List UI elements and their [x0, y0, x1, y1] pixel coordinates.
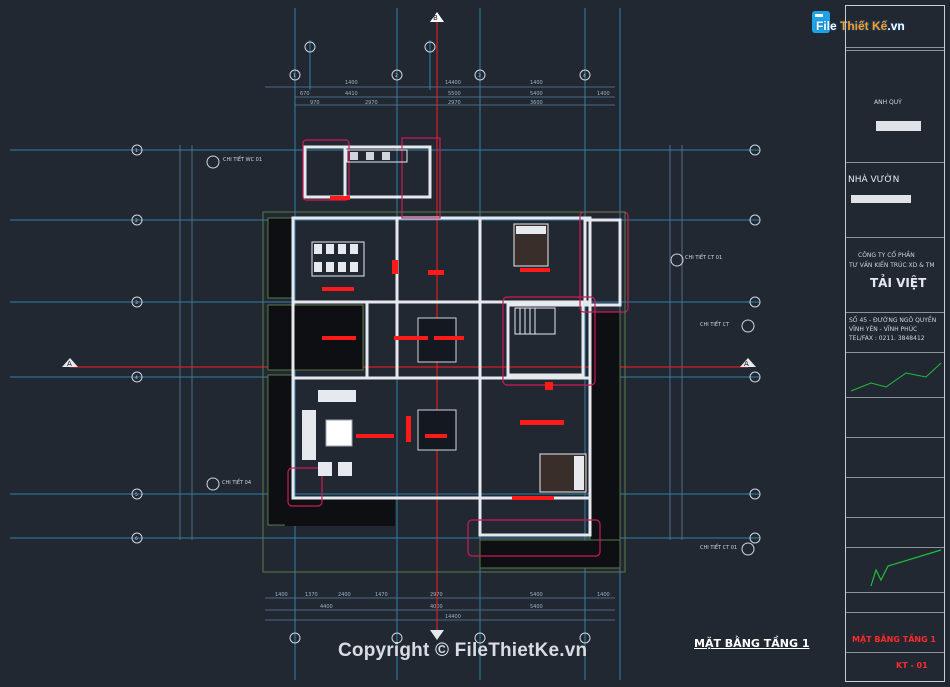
axis-numbers: 1 2 3 4 1 2 3 4 5 6: [135, 73, 586, 542]
company-line-1: CÔNG TY CỔ PHẦN: [858, 252, 915, 259]
terrace-areas: [267, 217, 621, 569]
title-block-company-cell: CÔNG TY CỔ PHẦN TƯ VẤN KIẾN TRÚC XD & TM…: [846, 238, 944, 313]
svg-text:6: 6: [135, 536, 138, 542]
dimension-texts: 1400 14400 1400 670 4410 5500 5400 1400 970 297…: [275, 80, 610, 620]
section-label-a-right: A: [744, 360, 749, 368]
svg-text:1400: 1400: [597, 592, 610, 598]
signature-1-scribble: [850, 362, 942, 392]
phone-line: TEL/FAX : 0211. 3848412: [849, 335, 925, 342]
copyright-watermark: Copyright © FileThietKe.vn: [338, 640, 588, 661]
svg-text:2970: 2970: [430, 592, 443, 598]
title-block-sheet-code-cell: KT - 01: [846, 653, 944, 681]
section-lines: [70, 22, 748, 640]
detail-callout-wc: CHI TIẾT WC 01: [223, 157, 263, 163]
svg-text:5: 5: [135, 492, 138, 498]
svg-text:1370: 1370: [305, 592, 318, 598]
svg-text:5400: 5400: [530, 592, 543, 598]
svg-text:2970: 2970: [365, 100, 378, 106]
site-boundary: [262, 211, 626, 573]
title-block-address-cell: SỐ 45 - ĐƯỜNG NGÔ QUYỀN VĨNH YÊN - VĨNH …: [846, 313, 944, 353]
svg-text:1400: 1400: [345, 80, 358, 86]
dimension-lines: [179, 86, 683, 621]
signature-block: [876, 121, 921, 131]
project-subtitle-block: [851, 195, 911, 203]
svg-text:1470: 1470: [375, 592, 388, 598]
title-block-stamp-cell: [846, 6, 944, 51]
svg-text:670: 670: [300, 91, 310, 97]
svg-text:1: 1: [135, 148, 138, 154]
logo-brand2: Thiết Kế: [840, 19, 888, 33]
svg-text:4: 4: [583, 73, 586, 79]
svg-text:4410: 4410: [345, 91, 358, 97]
stairs: [514, 307, 556, 335]
svg-text:14400: 14400: [445, 80, 461, 86]
section-markers: [62, 12, 756, 640]
bedroom-beds: [513, 223, 587, 493]
room-tag-marks: [322, 196, 564, 500]
section-label-b: B: [433, 14, 438, 22]
axis-bubbles: [131, 41, 761, 644]
title-block-logo-cell: [846, 6, 944, 48]
detail-callout-ct01-right: CHI TIẾT CT 01: [685, 255, 723, 261]
company-name: TẢI VIỆT: [870, 276, 927, 290]
file-icon: [812, 11, 830, 33]
svg-text:3600: 3600: [530, 100, 543, 106]
address-line-2: VĨNH YÊN - VĨNH PHÚC: [849, 326, 918, 333]
svg-text:4: 4: [135, 375, 138, 381]
svg-text:2: 2: [135, 218, 138, 224]
address-line-1: SỐ 45 - ĐƯỜNG NGÔ QUYỀN: [849, 317, 937, 324]
svg-text:1400: 1400: [530, 80, 543, 86]
company-line-2: TƯ VẤN KIẾN TRÚC XD & TM: [849, 262, 935, 269]
detail-callout-04: CHI TIẾT 04: [222, 480, 252, 486]
title-block-row-b: [846, 438, 944, 478]
svg-text:1400: 1400: [597, 91, 610, 97]
title-block-project-cell: NHÀ VƯỜN: [846, 163, 944, 238]
title-block-signature-2: [846, 548, 944, 593]
sign-label: ANH QUÝ: [874, 99, 902, 106]
svg-text:1: 1: [293, 73, 296, 79]
logo-tld: .vn: [887, 19, 905, 33]
title-block-signature-1: [846, 353, 944, 398]
detail-callout-ct: CHI TIẾT CT: [700, 322, 730, 328]
dining-table: [311, 241, 365, 277]
sheet-title: MẶT BẰNG TẦNG 1: [694, 637, 810, 650]
project-name: NHÀ VƯỜN: [848, 175, 900, 185]
svg-text:3: 3: [478, 73, 481, 79]
svg-text:1400: 1400: [275, 592, 288, 598]
section-label-a-left: A: [67, 360, 72, 368]
title-block-row-a: [846, 398, 944, 438]
logo-brand: File: [816, 19, 837, 33]
logo-text: File Thiết Kế.vn: [816, 19, 905, 33]
svg-text:970: 970: [310, 100, 320, 106]
title-block-row-c: [846, 478, 944, 518]
title-block-sheet-code: KT - 01: [896, 661, 928, 670]
grid-lines-horizontal: [10, 149, 760, 539]
svg-text:3: 3: [135, 300, 138, 306]
signature-2-scribble: [870, 549, 942, 587]
title-block-row-d: [846, 518, 944, 548]
title-block-sign-cell: ANH QUÝ: [846, 93, 944, 163]
svg-text:14400: 14400: [445, 614, 461, 620]
living-sofa-set: [302, 390, 356, 476]
svg-text:5400: 5400: [530, 91, 543, 97]
title-block-row-e: [846, 593, 944, 613]
detail-callouts: [206, 155, 755, 556]
svg-text:4400: 4400: [320, 604, 333, 610]
filethietke-logo[interactable]: File Thiết Kế.vn: [812, 11, 920, 41]
kitchen-counter: [346, 149, 408, 163]
title-block-sheet-name-cell: MẶT BẰNG TẦNG 1: [846, 613, 944, 653]
svg-text:2: 2: [395, 73, 398, 79]
title-block: ANH QUÝ NHÀ VƯỜN CÔNG TY CỔ PHẦN TƯ VẤN …: [845, 5, 945, 682]
svg-text:2970: 2970: [448, 100, 461, 106]
svg-text:5400: 5400: [530, 604, 543, 610]
title-block-sheet-name: MẶT BẰNG TẦNG 1: [852, 635, 936, 644]
svg-text:4000: 4000: [430, 604, 443, 610]
svg-text:5500: 5500: [448, 91, 461, 97]
svg-text:2400: 2400: [338, 592, 351, 598]
detail-callout-ct01-bottom: CHI TIẾT CT 01: [700, 545, 738, 551]
building-walls: [291, 145, 622, 537]
